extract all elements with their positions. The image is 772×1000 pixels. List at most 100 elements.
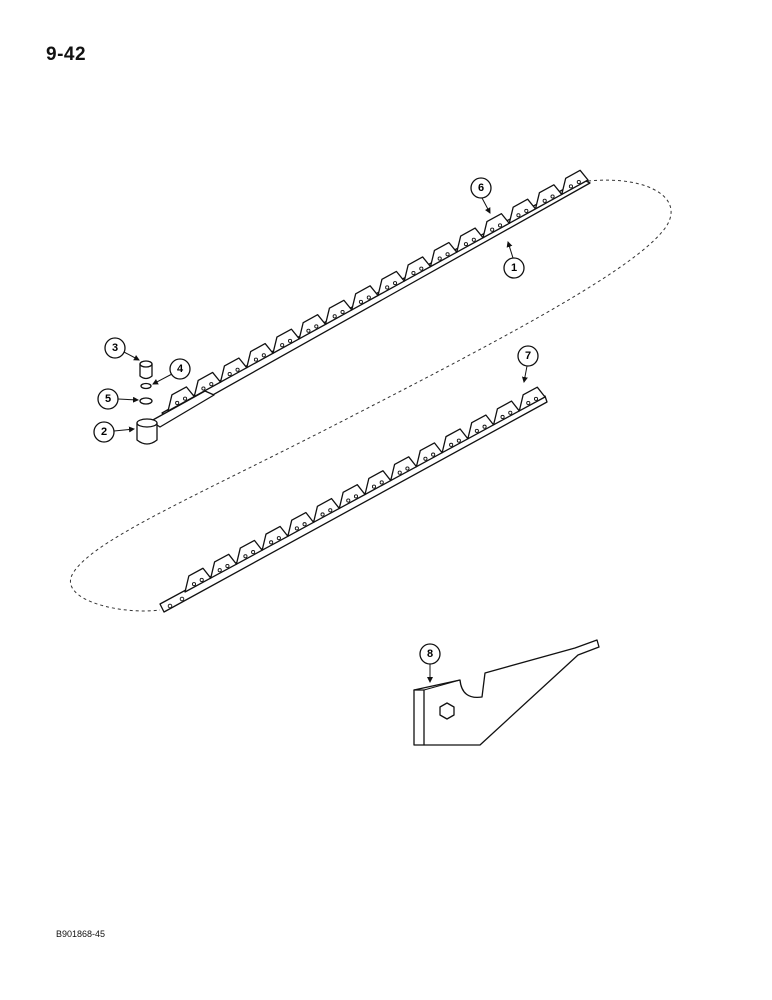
section-rivet bbox=[288, 338, 293, 343]
bushing-top bbox=[139, 360, 153, 368]
knife-section bbox=[193, 371, 222, 398]
section-rivet bbox=[183, 396, 188, 401]
knife-section bbox=[324, 299, 353, 326]
section-rivet bbox=[225, 563, 230, 569]
upper-knife-back-bar bbox=[161, 178, 591, 420]
section-rivet bbox=[463, 242, 468, 247]
section-rivet bbox=[243, 554, 248, 559]
section-rivet bbox=[175, 400, 180, 405]
knife-section bbox=[390, 456, 418, 482]
knife-section bbox=[338, 484, 366, 510]
knife-section bbox=[534, 184, 563, 210]
knife-section bbox=[287, 511, 315, 537]
washer bbox=[139, 397, 153, 405]
section-rivet bbox=[397, 470, 402, 475]
section-rivet bbox=[419, 266, 424, 271]
section-rivet bbox=[201, 386, 206, 391]
section-rivet bbox=[526, 401, 531, 406]
knife-section bbox=[403, 256, 432, 282]
knife-section bbox=[467, 414, 495, 440]
section-rivet bbox=[253, 357, 258, 362]
section-rivet bbox=[328, 508, 333, 513]
section-rivet bbox=[276, 536, 281, 541]
callout-5-label: 5 bbox=[105, 393, 111, 405]
callout-3-label: 3 bbox=[112, 342, 118, 354]
bar-hole bbox=[167, 603, 173, 609]
knife-section bbox=[312, 497, 340, 524]
section-rivet bbox=[235, 367, 240, 372]
knife-section bbox=[441, 428, 469, 454]
callout-2-label: 2 bbox=[101, 426, 107, 438]
bar-hole bbox=[179, 596, 185, 602]
knife-head-assembly bbox=[136, 360, 158, 445]
section-rivet bbox=[346, 498, 351, 503]
knife-section bbox=[561, 169, 589, 196]
knife-section bbox=[492, 400, 520, 426]
callout-1-label: 1 bbox=[511, 262, 517, 274]
section-rivet bbox=[576, 180, 581, 185]
section-rivet bbox=[498, 223, 503, 228]
section-rivet bbox=[568, 184, 573, 189]
callout-6-label: 6 bbox=[478, 182, 484, 194]
knife-section bbox=[184, 567, 212, 593]
lower-knife-assembly bbox=[159, 386, 548, 613]
section-rivet bbox=[366, 295, 371, 300]
knife-section bbox=[246, 342, 274, 369]
knife-section bbox=[415, 442, 443, 468]
section-rivet bbox=[199, 577, 204, 582]
section-rivet bbox=[516, 213, 521, 218]
section-rivet bbox=[437, 256, 442, 261]
section-rivet bbox=[542, 198, 547, 203]
knife-section bbox=[508, 198, 537, 224]
figure-code: B901868-45 bbox=[56, 929, 106, 939]
knife-section bbox=[261, 525, 289, 551]
callout-4-label: 4 bbox=[177, 363, 184, 375]
section-rivet bbox=[306, 328, 311, 333]
section-rivet bbox=[482, 424, 487, 429]
upper-knife-assembly bbox=[150, 169, 591, 428]
section-rivet bbox=[209, 382, 214, 387]
section-rivet bbox=[449, 442, 454, 447]
callout-1: 1 bbox=[503, 241, 525, 279]
callout-8: 8 bbox=[419, 643, 441, 683]
section-rivet bbox=[393, 281, 398, 286]
section-rivet bbox=[508, 410, 513, 415]
section-rivet bbox=[191, 582, 197, 587]
callout-7-label: 7 bbox=[525, 350, 531, 362]
knife-section bbox=[272, 328, 300, 354]
knife-section bbox=[518, 386, 546, 412]
knife-section bbox=[210, 553, 238, 579]
callout-5: 5 bbox=[97, 388, 139, 410]
section-rivet bbox=[474, 428, 479, 433]
section-rivet bbox=[471, 237, 476, 242]
knife-section bbox=[482, 212, 510, 239]
section-rivet bbox=[358, 299, 363, 304]
section-rivet bbox=[550, 194, 555, 199]
section-rivet bbox=[294, 526, 299, 531]
tool-body bbox=[413, 639, 600, 746]
hex-bolt-icon bbox=[439, 702, 455, 720]
knife-head-top bbox=[136, 418, 158, 428]
continuation-line bbox=[69, 179, 672, 612]
callout-7: 7 bbox=[517, 345, 539, 383]
lower-knife-sections bbox=[184, 386, 546, 593]
knife-section bbox=[298, 314, 327, 340]
section-rivet bbox=[423, 456, 428, 461]
section-rivet bbox=[431, 452, 436, 457]
knife-head bbox=[136, 422, 158, 445]
section-rivet bbox=[411, 270, 416, 276]
section-rivet bbox=[490, 227, 495, 232]
section-rivet bbox=[320, 512, 325, 517]
section-rivet bbox=[269, 540, 274, 545]
section-rivet bbox=[533, 396, 539, 401]
knife-tool bbox=[413, 639, 600, 746]
section-rivet bbox=[405, 466, 410, 471]
tool-edge bbox=[423, 679, 461, 691]
page-number: 9-42 bbox=[46, 44, 87, 65]
section-rivet bbox=[385, 285, 390, 290]
knife-section bbox=[456, 227, 484, 253]
section-rivet bbox=[261, 353, 266, 358]
section-rivet bbox=[524, 208, 529, 213]
knife-section bbox=[364, 470, 392, 496]
